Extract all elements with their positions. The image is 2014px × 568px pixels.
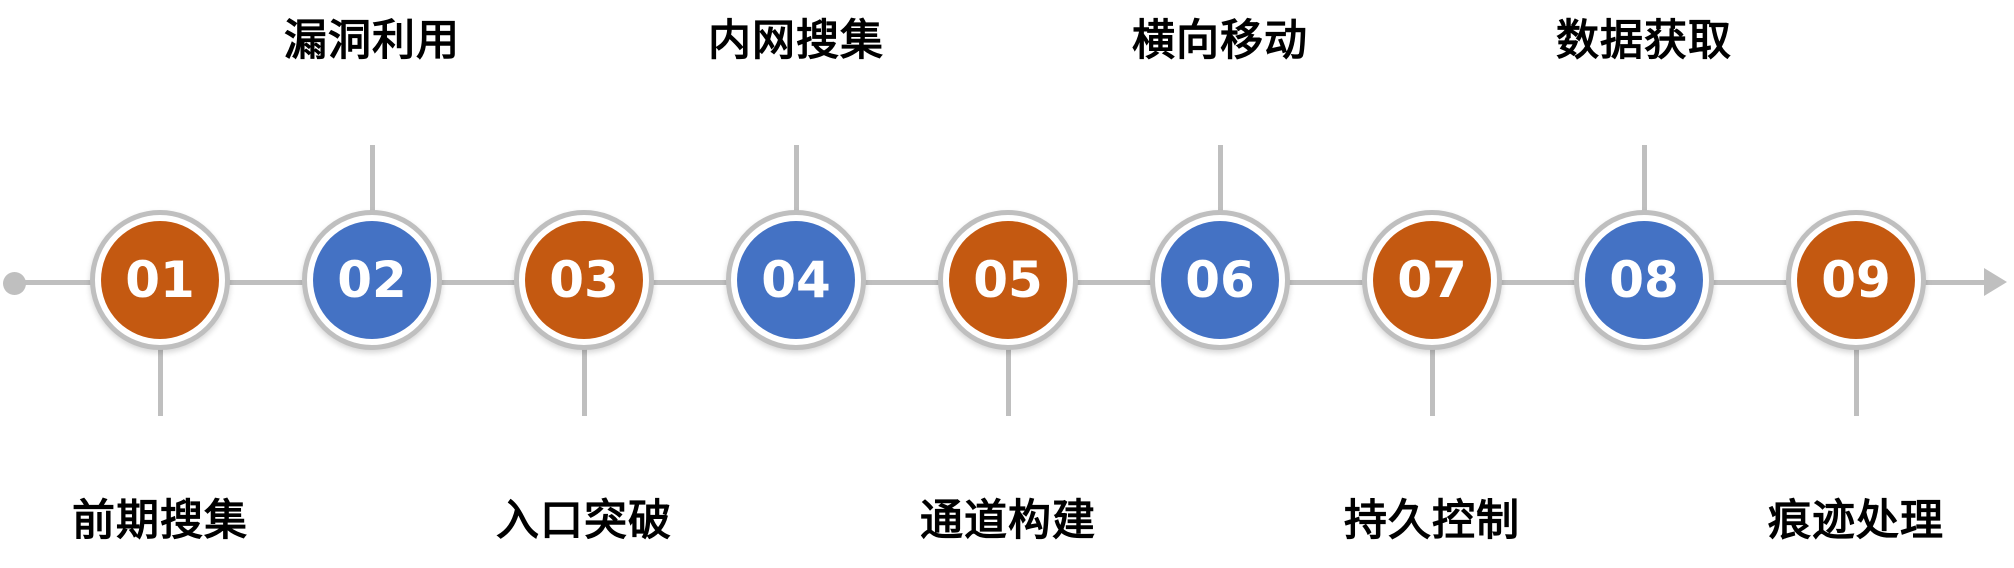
step-tick-07 [1430,349,1435,416]
step-number: 09 [1821,251,1891,309]
step-number: 01 [125,251,195,309]
step-circle: 09 [1797,221,1915,339]
step-number: 06 [1185,251,1255,309]
step-number: 02 [337,251,407,309]
step-node-02: 02 [302,210,442,350]
step-ring: 04 [726,210,866,350]
step-label-03: 入口突破 [496,496,672,546]
step-circle: 04 [737,221,855,339]
step-number: 03 [549,251,619,309]
step-circle: 08 [1585,221,1703,339]
step-node-07: 07 [1362,210,1502,350]
timeline-start-dot-icon [3,272,26,295]
step-circle: 03 [525,221,643,339]
step-ring: 05 [938,210,1078,350]
step-ring: 09 [1786,210,1926,350]
step-node-04: 04 [726,210,866,350]
step-circle: 06 [1161,221,1279,339]
step-ring: 03 [514,210,654,350]
step-tick-01 [158,349,163,416]
step-tick-04 [794,145,799,212]
step-label-07: 持久控制 [1344,496,1520,546]
step-ring: 08 [1574,210,1714,350]
step-node-08: 08 [1574,210,1714,350]
step-tick-03 [582,349,587,416]
step-tick-08 [1642,145,1647,212]
step-label-02: 漏洞利用 [284,16,460,66]
step-number: 04 [761,251,831,309]
step-node-03: 03 [514,210,654,350]
step-label-01: 前期搜集 [72,496,248,546]
step-circle: 01 [101,221,219,339]
step-node-01: 01 [90,210,230,350]
step-label-06: 横向移动 [1132,16,1308,66]
step-ring: 01 [90,210,230,350]
step-tick-06 [1218,145,1223,212]
step-circle: 07 [1373,221,1491,339]
step-tick-09 [1854,349,1859,416]
step-circle: 05 [949,221,1067,339]
step-ring: 02 [302,210,442,350]
step-ring: 07 [1362,210,1502,350]
step-label-09: 痕迹处理 [1768,496,1944,546]
step-node-09: 09 [1786,210,1926,350]
step-tick-02 [370,145,375,212]
step-circle: 02 [313,221,431,339]
step-node-06: 06 [1150,210,1290,350]
step-label-05: 通道构建 [920,496,1096,546]
step-number: 05 [973,251,1043,309]
step-label-04: 内网搜集 [708,16,884,66]
step-label-08: 数据获取 [1556,16,1732,66]
step-node-05: 05 [938,210,1078,350]
step-number: 07 [1397,251,1467,309]
arrow-right-icon [1984,268,2007,296]
step-number: 08 [1609,251,1679,309]
step-tick-05 [1006,349,1011,416]
step-ring: 06 [1150,210,1290,350]
